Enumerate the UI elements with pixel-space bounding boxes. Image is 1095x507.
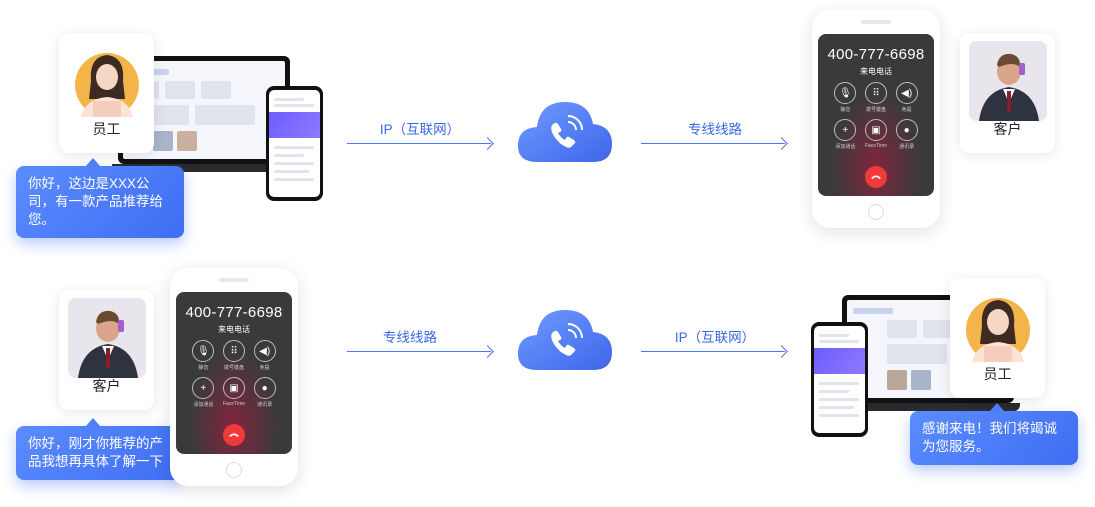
arrow-right — [347, 143, 491, 144]
employee-speech-text: 感谢来电！我们将竭诚为您服务。 — [922, 421, 1057, 454]
keypad-key[interactable]: ⠿拨号键盘 — [861, 82, 892, 113]
contacts-key[interactable]: ●通讯录 — [249, 377, 280, 408]
arrow-label-dedicated: 专线线路 — [688, 122, 742, 137]
cloud-phone-icon — [517, 310, 612, 370]
arrow-right — [641, 143, 785, 144]
add-call-key[interactable]: +添加通话 — [830, 119, 861, 150]
plus-icon: + — [192, 377, 215, 399]
contact-icon: ● — [895, 119, 918, 141]
customer-label: 客户 — [92, 378, 121, 394]
add-call-key[interactable]: +添加通话 — [188, 377, 219, 408]
keypad-key[interactable]: ⠿拨号键盘 — [219, 340, 250, 371]
employee-label: 员工 — [92, 121, 121, 137]
mobile-app-phone — [266, 86, 323, 201]
speaker-key[interactable]: ◀)免提 — [249, 340, 280, 371]
hangup-icon — [871, 175, 881, 179]
video-icon: ▣ — [864, 119, 887, 141]
employee-speech-bubble: 感谢来电！我们将竭诚为您服务。 — [910, 403, 1078, 465]
employee-avatar — [962, 286, 1034, 366]
customer-avatar — [968, 41, 1047, 121]
phone-number: 400-777-6698 — [827, 46, 925, 63]
customer-card: 客户 — [59, 290, 154, 410]
speaker-icon: ◀) — [253, 340, 276, 362]
incoming-label: 来电电话 — [860, 67, 892, 76]
arrow-right — [347, 351, 491, 352]
plus-icon: + — [834, 119, 857, 141]
employee-avatar — [71, 41, 143, 121]
customer-card: 客户 — [960, 33, 1055, 153]
facetime-key[interactable]: ▣FaceTime — [861, 119, 892, 150]
call-phone: 400-777-6698 来电电话 🎙静音 ⠿拨号键盘 ◀)免提 +添加通话 ▣… — [170, 268, 298, 486]
employee-card: 员工 — [950, 278, 1045, 398]
customer-speech-bubble: 你好，刚才你推荐的产品我想再具体了解一下 — [16, 418, 184, 480]
call-phone: 400-777-6698 来电电话 🎙静音 ⠿拨号键盘 ◀)免提 +添加通话 ▣… — [812, 10, 940, 228]
employee-speech-bubble: 你好，这边是XXX公司，有一款产品推荐给您。 — [16, 158, 184, 238]
arrow-right — [641, 351, 785, 352]
arrow-label-dedicated: 专线线路 — [383, 330, 437, 345]
video-icon: ▣ — [222, 377, 245, 399]
contact-icon: ● — [253, 377, 276, 399]
customer-speech-text: 你好，刚才你推荐的产品我想再具体了解一下 — [28, 436, 163, 469]
mic-icon: 🎙 — [834, 82, 857, 104]
arrow-label-ip: IP（互联网） — [674, 330, 756, 345]
hangup-button[interactable] — [865, 166, 887, 188]
employee-label: 员工 — [983, 366, 1012, 382]
cloud-phone-icon — [517, 102, 612, 162]
customer-avatar — [67, 298, 146, 378]
customer-label: 客户 — [993, 121, 1022, 137]
keypad-icon: ⠿ — [222, 340, 245, 362]
speaker-icon: ◀) — [895, 82, 918, 104]
mobile-app-phone — [811, 322, 868, 437]
keypad-icon: ⠿ — [864, 82, 887, 104]
arrow-label-ip: IP（互联网） — [379, 122, 461, 137]
employee-card: 员工 — [59, 33, 154, 153]
phone-number: 400-777-6698 — [185, 304, 283, 321]
mute-key[interactable]: 🎙静音 — [188, 340, 219, 371]
mic-icon: 🎙 — [192, 340, 215, 362]
mute-key[interactable]: 🎙静音 — [830, 82, 861, 113]
hangup-icon — [229, 433, 239, 437]
speaker-key[interactable]: ◀)免提 — [891, 82, 922, 113]
hangup-button[interactable] — [223, 424, 245, 446]
incoming-label: 来电电话 — [218, 325, 250, 334]
facetime-key[interactable]: ▣FaceTime — [219, 377, 250, 408]
employee-speech-text: 你好，这边是XXX公司，有一款产品推荐给您。 — [28, 176, 163, 227]
contacts-key[interactable]: ●通讯录 — [891, 119, 922, 150]
